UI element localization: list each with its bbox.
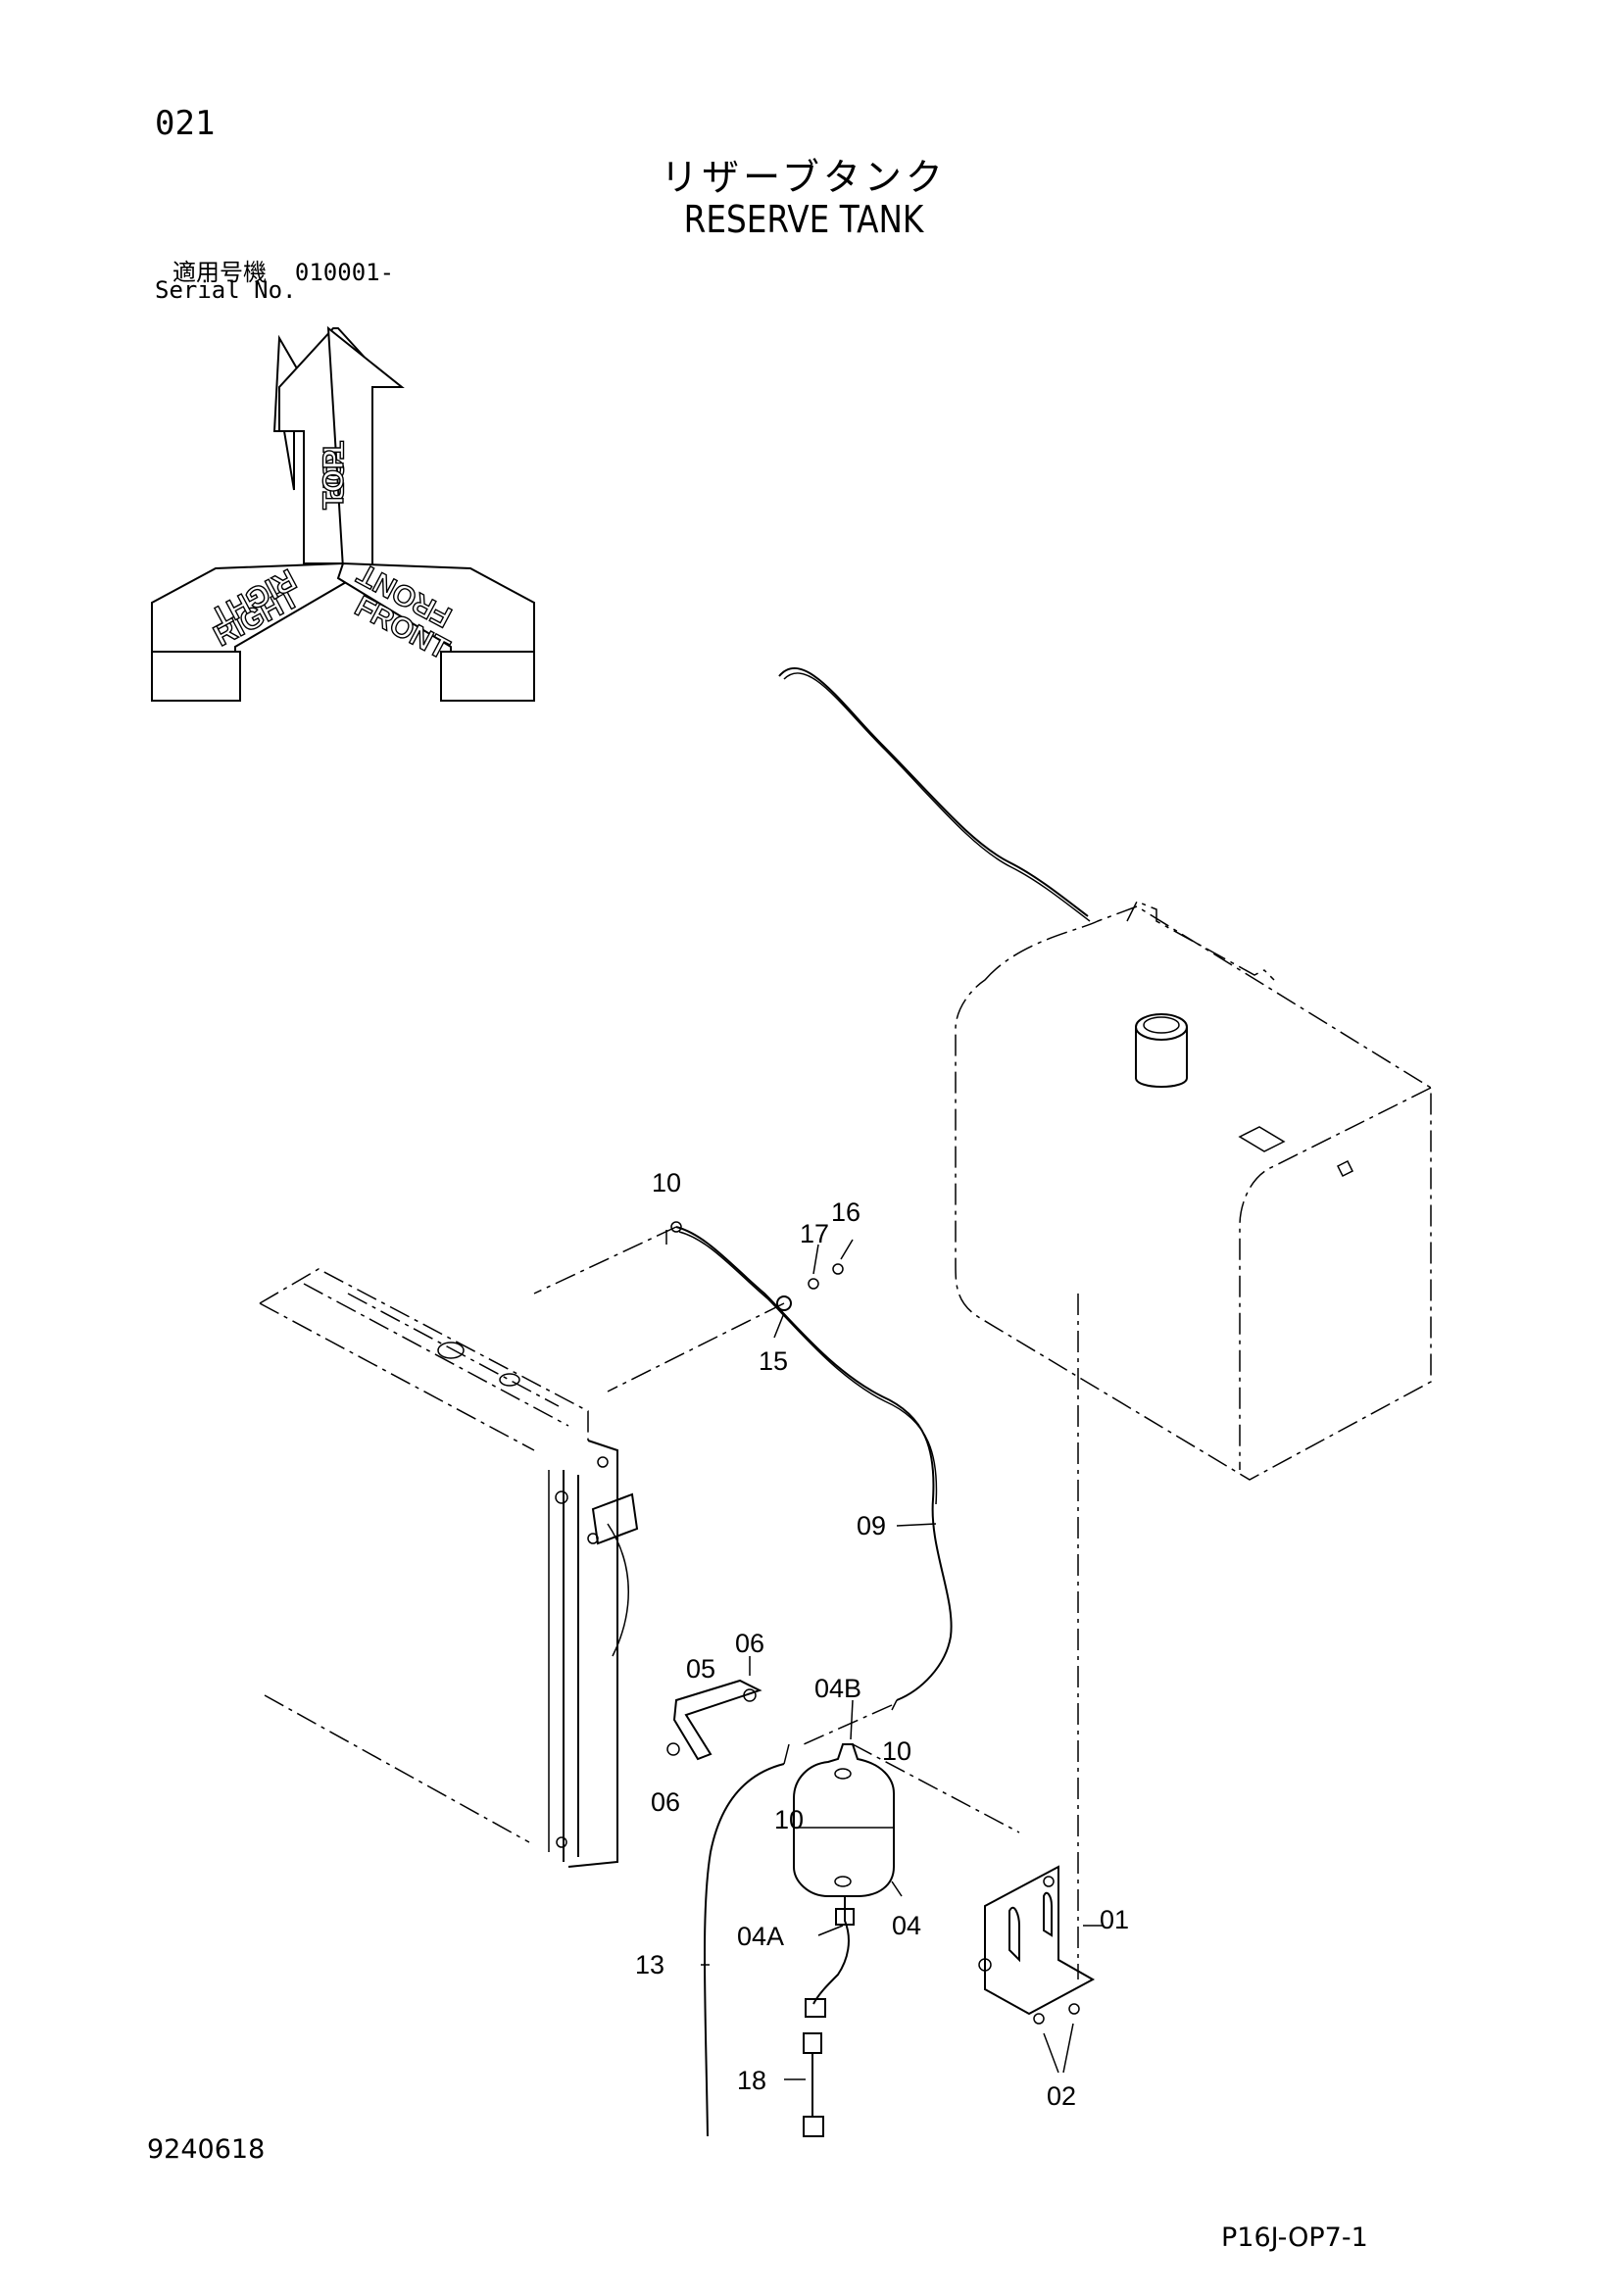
callout-04b: 04B bbox=[814, 1674, 861, 1703]
callout-10-top: 10 bbox=[652, 1168, 681, 1197]
callout-15: 15 bbox=[759, 1346, 788, 1376]
hydraulic-tank bbox=[955, 901, 1432, 1481]
title-english: RESERVE TANK bbox=[683, 198, 924, 241]
serial-range: 010001- bbox=[294, 259, 395, 286]
hose-13 bbox=[703, 1763, 785, 2137]
callout-06-bottom: 06 bbox=[651, 1787, 680, 1817]
callout-01: 01 bbox=[1100, 1905, 1129, 1934]
overflow-hose bbox=[778, 667, 1089, 917]
reserve-tank bbox=[793, 1743, 895, 1897]
callout-04a: 04A bbox=[737, 1922, 784, 1951]
callout-10-middle: 10 bbox=[774, 1805, 804, 1834]
axis-label-top-1: TOP bbox=[317, 441, 349, 501]
callout-10-right: 10 bbox=[882, 1736, 911, 1766]
harness-18 bbox=[803, 2032, 824, 2137]
page-number: 021 bbox=[155, 104, 216, 143]
page-reference: P16J-OP7-1 bbox=[1221, 2223, 1368, 2253]
callout-04: 04 bbox=[892, 1911, 921, 1940]
orientation-indicator: TOP TOP RIGHT RIGHT FRONT FRONT bbox=[151, 325, 535, 702]
callout-06-top: 06 bbox=[735, 1629, 764, 1658]
clamp-15 bbox=[670, 1221, 844, 1311]
callout-13: 13 bbox=[635, 1950, 664, 1979]
callout-16: 16 bbox=[831, 1197, 860, 1227]
serial-label-en: Serial No. bbox=[155, 276, 297, 304]
callout-18: 18 bbox=[737, 2066, 766, 2095]
axis-label-top-2: TOP bbox=[318, 450, 350, 510]
callout-02: 02 bbox=[1047, 2081, 1076, 2111]
radiator bbox=[259, 1268, 639, 1868]
serial-applicability: 適用号機 010001- bbox=[172, 253, 394, 287]
title-japanese: リザーブタンク bbox=[661, 156, 947, 199]
harness-04a bbox=[812, 1896, 850, 2005]
bracket-05 bbox=[672, 1679, 762, 1761]
callout-09: 09 bbox=[857, 1511, 886, 1540]
hose-09 bbox=[675, 1226, 953, 1701]
bracket-01 bbox=[978, 1865, 1096, 2025]
serial-label-jp: 適用号機 bbox=[172, 259, 267, 286]
callout-05: 05 bbox=[686, 1654, 715, 1684]
callout-17: 17 bbox=[800, 1219, 829, 1248]
drawing-number: 9240618 bbox=[147, 2134, 266, 2165]
